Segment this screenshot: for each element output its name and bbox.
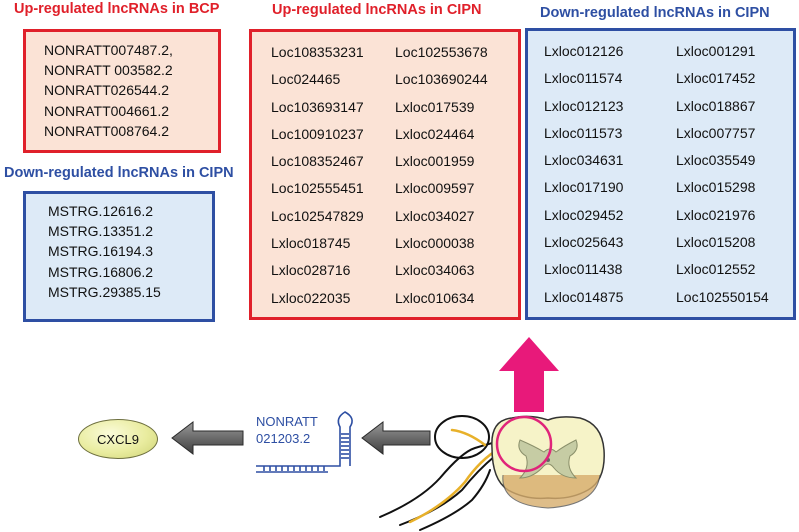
list-item: Loc024465 bbox=[271, 71, 341, 88]
list-item: Lxloc034631 bbox=[544, 152, 624, 169]
cipn-up-box bbox=[249, 29, 521, 320]
list-item: Lxloc010634 bbox=[395, 289, 475, 306]
cipn-down-large-col1: Lxloc012126 Lxloc011574 Lxloc012123 Lxlo… bbox=[544, 41, 623, 314]
list-item: Lxloc028716 bbox=[271, 262, 351, 279]
list-item: Lxloc024464 bbox=[395, 125, 475, 142]
list-item: Loc102553678 bbox=[395, 44, 488, 60]
list-item: Lxloc001291 bbox=[676, 43, 756, 59]
bcp-up-title: Up-regulated lncRNAs in BCP bbox=[14, 1, 220, 17]
list-item: Loc102550154 bbox=[676, 288, 769, 305]
list-item: Loc103690244 bbox=[395, 71, 488, 88]
cxcl9-node: CXCL9 bbox=[78, 419, 158, 459]
cipn-up-title: Up-regulated lncRNAs in CIPN bbox=[272, 2, 482, 18]
list-item: Lxloc017539 bbox=[395, 98, 475, 115]
list-item: NONRATT026544.2 bbox=[44, 82, 170, 99]
lncrna-label: NONRATT 021203.2 bbox=[256, 413, 318, 447]
list-item: Loc102547829 bbox=[271, 207, 364, 224]
cipn-down-small-box bbox=[23, 191, 215, 322]
list-item: Lxloc011438 bbox=[544, 261, 623, 278]
bcp-up-list: NONRATT007487.2, NONRATT 003582.2 NONRAT… bbox=[44, 40, 173, 141]
list-item: Lxloc000038 bbox=[395, 235, 475, 252]
list-item: Lxloc012126 bbox=[544, 43, 624, 59]
list-item: Lxloc034063 bbox=[395, 262, 475, 279]
list-item: MSTRG.16806.2 bbox=[48, 263, 154, 280]
list-item: Lxloc022035 bbox=[271, 289, 351, 306]
spinal-cord-icon bbox=[491, 415, 605, 509]
cipn-down-small-list: MSTRG.12616.2 MSTRG.13351.2 MSTRG.16194.… bbox=[48, 201, 161, 302]
list-item: Lxloc009597 bbox=[395, 180, 475, 197]
list-item: Lxloc025643 bbox=[544, 234, 624, 251]
list-item: Lxloc015298 bbox=[676, 179, 756, 196]
list-item: Loc103693147 bbox=[271, 98, 364, 115]
list-item: Lxloc012123 bbox=[544, 97, 624, 114]
cxcl9-label: CXCL9 bbox=[97, 431, 139, 447]
cipn-up-col2: Loc102553678 Loc103690244 Lxloc017539 Lx… bbox=[395, 42, 488, 315]
list-item: Lxloc017452 bbox=[676, 70, 756, 87]
cipn-up-col1: Loc108353231 Loc024465 Loc103693147 Loc1… bbox=[271, 42, 364, 315]
list-item: Loc108353231 bbox=[271, 44, 364, 60]
bcp-up-box bbox=[23, 29, 221, 153]
left-arrow-icon bbox=[361, 420, 431, 456]
up-arrow-icon bbox=[499, 337, 559, 412]
list-item: NONRATT007487.2, bbox=[44, 42, 173, 58]
cipn-down-large-title: Down-regulated lncRNAs in CIPN bbox=[540, 5, 770, 21]
list-item: Lxloc011574 bbox=[544, 70, 623, 87]
list-item: Lxloc012552 bbox=[676, 261, 756, 278]
left-arrow-icon bbox=[171, 420, 244, 456]
cipn-down-large-box bbox=[525, 28, 796, 320]
list-item: NONRATT 003582.2 bbox=[44, 62, 173, 79]
highlight-circle bbox=[495, 415, 553, 473]
list-item: Lxloc018867 bbox=[676, 97, 756, 114]
list-item: Lxloc011573 bbox=[544, 124, 623, 141]
list-item: MSTRG.12616.2 bbox=[48, 203, 154, 219]
lncrna-label-line2: 021203.2 bbox=[256, 431, 311, 446]
list-item: Loc100910237 bbox=[271, 125, 364, 142]
list-item: Lxloc018745 bbox=[271, 235, 351, 252]
list-item: NONRATT008764.2 bbox=[44, 122, 170, 139]
list-item: NONRATT004661.2 bbox=[44, 102, 170, 119]
list-item: MSTRG.13351.2 bbox=[48, 223, 154, 240]
lncrna-label-line1: NONRATT bbox=[256, 414, 318, 429]
list-item: MSTRG.16194.3 bbox=[48, 243, 154, 260]
list-item: Loc102555451 bbox=[271, 180, 364, 197]
lncrna-hairpin-icon bbox=[256, 411, 353, 473]
list-item: Lxloc021976 bbox=[676, 206, 756, 223]
list-item: Lxloc001959 bbox=[395, 153, 475, 170]
list-item: Lxloc014875 bbox=[544, 288, 624, 305]
list-item: Lxloc015208 bbox=[676, 234, 756, 251]
cipn-down-small-title: Down-regulated lncRNAs in CIPN bbox=[4, 165, 234, 181]
list-item: Loc108352467 bbox=[271, 153, 364, 170]
list-item: Lxloc029452 bbox=[544, 206, 624, 223]
list-item: MSTRG.29385.15 bbox=[48, 283, 161, 300]
list-item: Lxloc035549 bbox=[676, 152, 756, 169]
list-item: Lxloc017190 bbox=[544, 179, 624, 196]
list-item: Lxloc034027 bbox=[395, 207, 475, 224]
list-item: Lxloc007757 bbox=[676, 124, 756, 141]
cipn-down-large-col2: Lxloc001291 Lxloc017452 Lxloc018867 Lxlo… bbox=[676, 41, 769, 314]
